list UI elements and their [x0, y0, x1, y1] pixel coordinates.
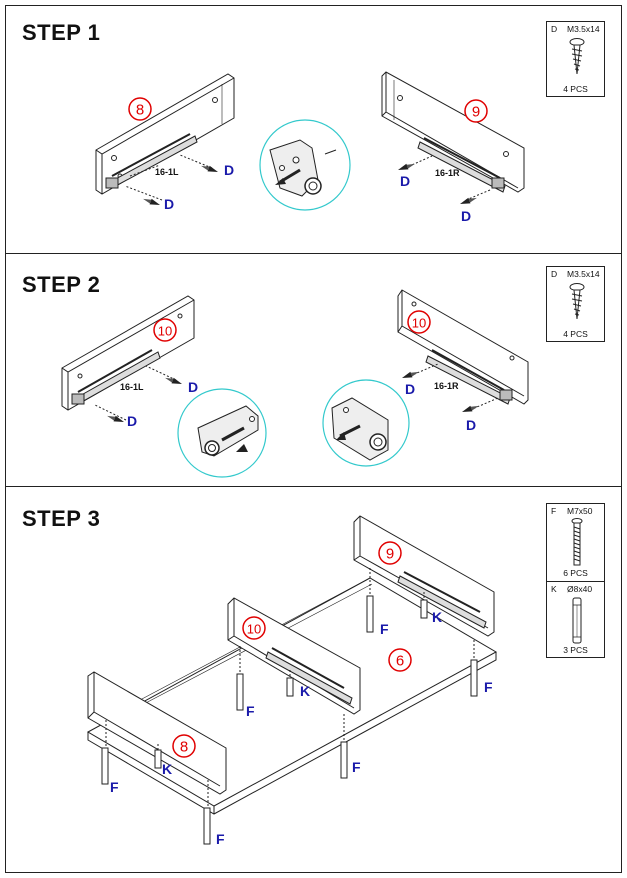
slide-label: 16-1L — [120, 382, 144, 392]
callout-f: F — [216, 831, 225, 847]
callout-f: F — [484, 679, 493, 695]
slide-label: 16-1L — [155, 167, 179, 177]
callout-d: D — [164, 196, 174, 212]
hardware-box-f-k: F M7x50 6 PCS K Ø8x40 3 PCS — [546, 503, 605, 658]
hardware-code: K — [551, 584, 557, 594]
hardware-qty: 3 PCS — [563, 645, 588, 655]
callout-k: K — [432, 609, 442, 625]
screw-icon — [569, 283, 585, 320]
panel-9-step1: 9 16-1R D D — [381, 71, 525, 224]
hardware-qty: 6 PCS — [563, 568, 588, 578]
slide-label: 16-1R — [434, 381, 459, 391]
step-3-title: STEP 3 — [22, 506, 101, 531]
step-2-title: STEP 2 — [22, 272, 101, 297]
callout-f: F — [380, 621, 389, 637]
callout-f: F — [352, 759, 361, 775]
part-number: 9 — [472, 104, 480, 121]
callout-d: D — [461, 208, 471, 224]
callout-k: K — [300, 683, 310, 699]
hardware-qty: 4 PCS — [563, 329, 588, 339]
callout-f: F — [246, 703, 255, 719]
hardware-box-d: D M3.5x14 4 PCS — [546, 266, 605, 342]
detail-circle-step1 — [259, 119, 351, 211]
hardware-code: D — [551, 269, 558, 279]
callout-f: F — [110, 779, 119, 795]
panel-10-right-step2: 10 16-1R D D — [397, 289, 529, 433]
step-divider — [5, 486, 622, 487]
dowel-icon — [572, 597, 582, 644]
callout-d: D — [224, 162, 234, 178]
part-number: 10 — [158, 324, 172, 339]
detail-circle-left-step2 — [177, 388, 267, 478]
hardware-separator — [547, 581, 604, 582]
panel-10-step3: 10 F F K — [227, 597, 361, 779]
hardware-code: D — [551, 24, 558, 34]
step-1-title: STEP 1 — [22, 20, 101, 45]
bolt-icon — [571, 518, 583, 566]
hardware-size: Ø8x40 — [567, 584, 593, 594]
callout-d: D — [188, 379, 198, 395]
panel-9-step3: 9 F F K — [353, 515, 495, 697]
screw-icon — [569, 38, 585, 75]
part-number: 10 — [247, 622, 261, 637]
panel-8-step3: 8 F F K — [87, 671, 227, 847]
step-divider — [5, 253, 622, 254]
callout-d: D — [466, 417, 476, 433]
panel-10-left-step2: 10 16-1L D D — [61, 295, 198, 429]
hardware-qty: 4 PCS — [563, 84, 588, 94]
callout-d: D — [405, 381, 415, 397]
part-number: 8 — [180, 739, 188, 756]
panel-8-step1: 8 16-1L D D — [95, 73, 235, 212]
hardware-size: M7x50 — [567, 506, 593, 516]
callout-d: D — [400, 173, 410, 189]
hardware-size: M3.5x14 — [567, 24, 600, 34]
callout-k: K — [162, 761, 172, 777]
callout-d: D — [127, 413, 137, 429]
detail-circle-right-step2 — [322, 379, 410, 467]
page-frame — [5, 5, 622, 873]
hardware-box-d: D M3.5x14 4 PCS — [546, 21, 605, 97]
hardware-size: M3.5x14 — [567, 269, 600, 279]
hardware-code: F — [551, 506, 557, 516]
part-number: 10 — [412, 316, 426, 331]
part-number: 8 — [136, 102, 144, 119]
part-number: 9 — [386, 546, 394, 563]
slide-label: 16-1R — [435, 168, 460, 178]
part-number: 6 — [396, 653, 404, 670]
